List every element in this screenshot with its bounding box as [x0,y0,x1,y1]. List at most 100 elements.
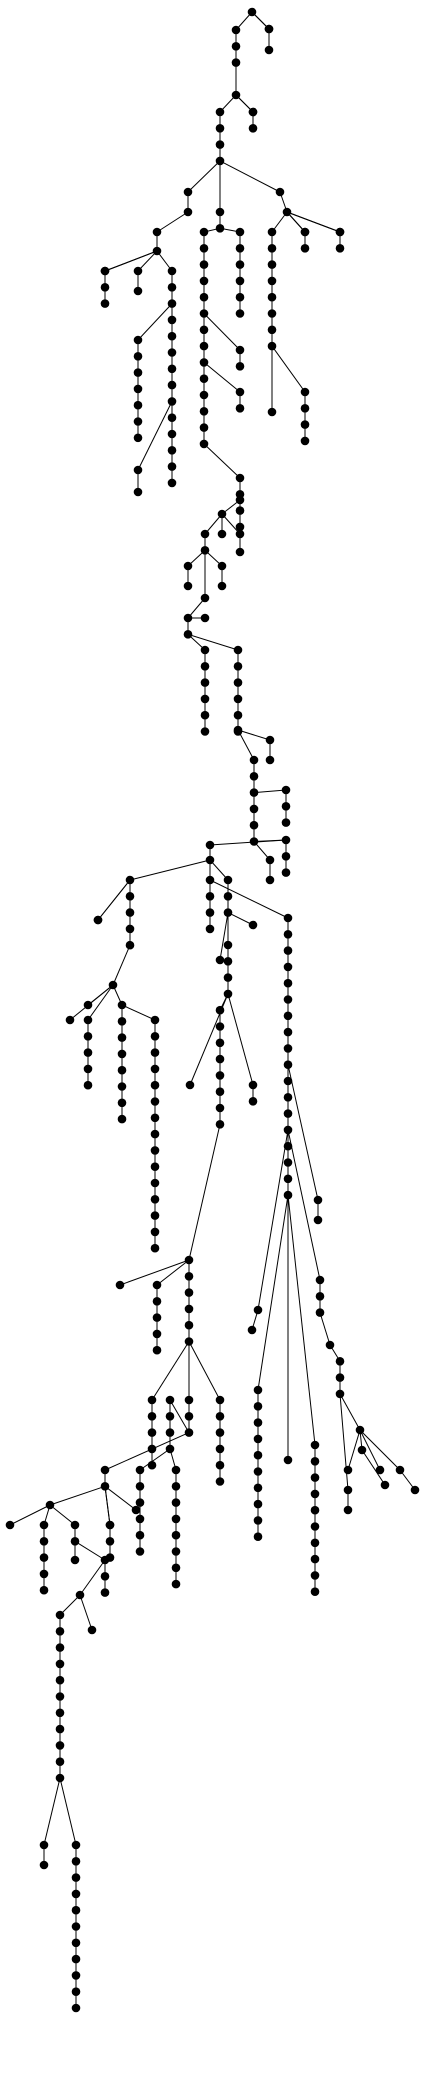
tree-edge [359,1429,401,1471]
tree-node [235,260,245,269]
tree-node [283,913,293,923]
tree-node [100,1588,110,1597]
tree-node [217,529,227,539]
tree-node [235,495,245,505]
tree-node [247,7,257,17]
tree-node [71,1905,81,1915]
tree-node [335,1373,345,1382]
tree-node [184,1304,194,1314]
tree-node [167,315,177,325]
tree-node [248,920,258,930]
tree-node [100,1572,110,1581]
tree-node [183,581,193,591]
tree-node [215,207,225,217]
tree-node [150,1129,160,1139]
tree-node [235,227,245,237]
tree-node [300,244,310,253]
tree-node [117,1065,127,1075]
tree-node [135,1482,145,1491]
tree-node [235,506,245,515]
tree-edge [151,1341,190,1401]
tree-edge [209,879,289,919]
tree-node [171,1579,181,1589]
tree-node [150,1080,160,1090]
tree-node [283,1093,293,1102]
tree-node [105,1520,115,1530]
tree-node [71,2003,81,2013]
tree-node [205,924,215,934]
tree-node [310,1457,320,1466]
tree-node [283,962,293,972]
tree-edge [79,1594,93,1631]
tree-node [249,804,259,814]
tree-node [150,1195,160,1204]
tree-node [223,973,233,982]
tree-node [133,286,143,296]
tree-node [235,547,245,557]
tree-node [247,1325,257,1335]
tree-node [233,710,243,720]
tree-node [215,1428,225,1437]
tree-node [55,1692,65,1701]
tree-node [83,1015,93,1025]
tree-node [283,1190,293,1200]
tree-node [167,397,177,406]
tree-node [171,1530,181,1540]
tree-node [235,404,245,413]
tree-node [152,246,162,256]
tree-node [167,299,177,308]
tree-node [71,1889,81,1899]
tree-node [215,1005,225,1015]
tree-node [183,207,193,217]
tree-node [235,292,245,302]
tree-edge [361,1449,386,1486]
tree-node [100,1482,110,1491]
tree-node [310,1489,320,1499]
tree-node [55,1675,65,1685]
tree-node [231,58,241,67]
tree-edge [347,1429,361,1471]
tree-node [265,735,275,745]
tree-node [300,227,310,237]
tree-node [55,1724,65,1734]
tree-node [335,1357,345,1366]
tree-edge [137,401,173,471]
tree-node [223,957,233,966]
tree-node [315,1308,325,1317]
tree-node [165,1444,175,1454]
tree-node [133,400,143,410]
tree-edge [287,1195,316,1446]
tree-node [267,309,277,318]
tree-edge [188,1341,221,1401]
tree-node [235,529,245,539]
tree-node [217,581,227,591]
tree-node [248,1097,258,1106]
tree-node [93,915,103,925]
tree-node [165,1428,175,1437]
tree-node [70,1555,80,1565]
tree-edge [79,1559,106,1596]
tree-edge [156,1259,190,1286]
tree-node [248,124,258,133]
tree-node [117,1082,127,1091]
tree-node [117,1017,127,1026]
tree-node [184,1337,194,1346]
tree-node [200,645,210,655]
tree-node [150,1146,160,1155]
tree-node [71,1954,81,1964]
tree-node [115,1280,125,1290]
tree-node [133,417,143,426]
tree-node [150,1211,160,1220]
tree-node [199,390,209,400]
tree-node [335,1389,345,1399]
tree-edge [74,1540,106,1561]
tree-node [152,1345,162,1355]
tree-node [264,24,274,34]
tree-node [133,266,143,276]
tree-node [71,1938,81,1948]
tree-node [235,522,245,532]
tree-node [315,1292,325,1301]
tree-node [235,473,245,483]
tree-node [133,465,143,475]
